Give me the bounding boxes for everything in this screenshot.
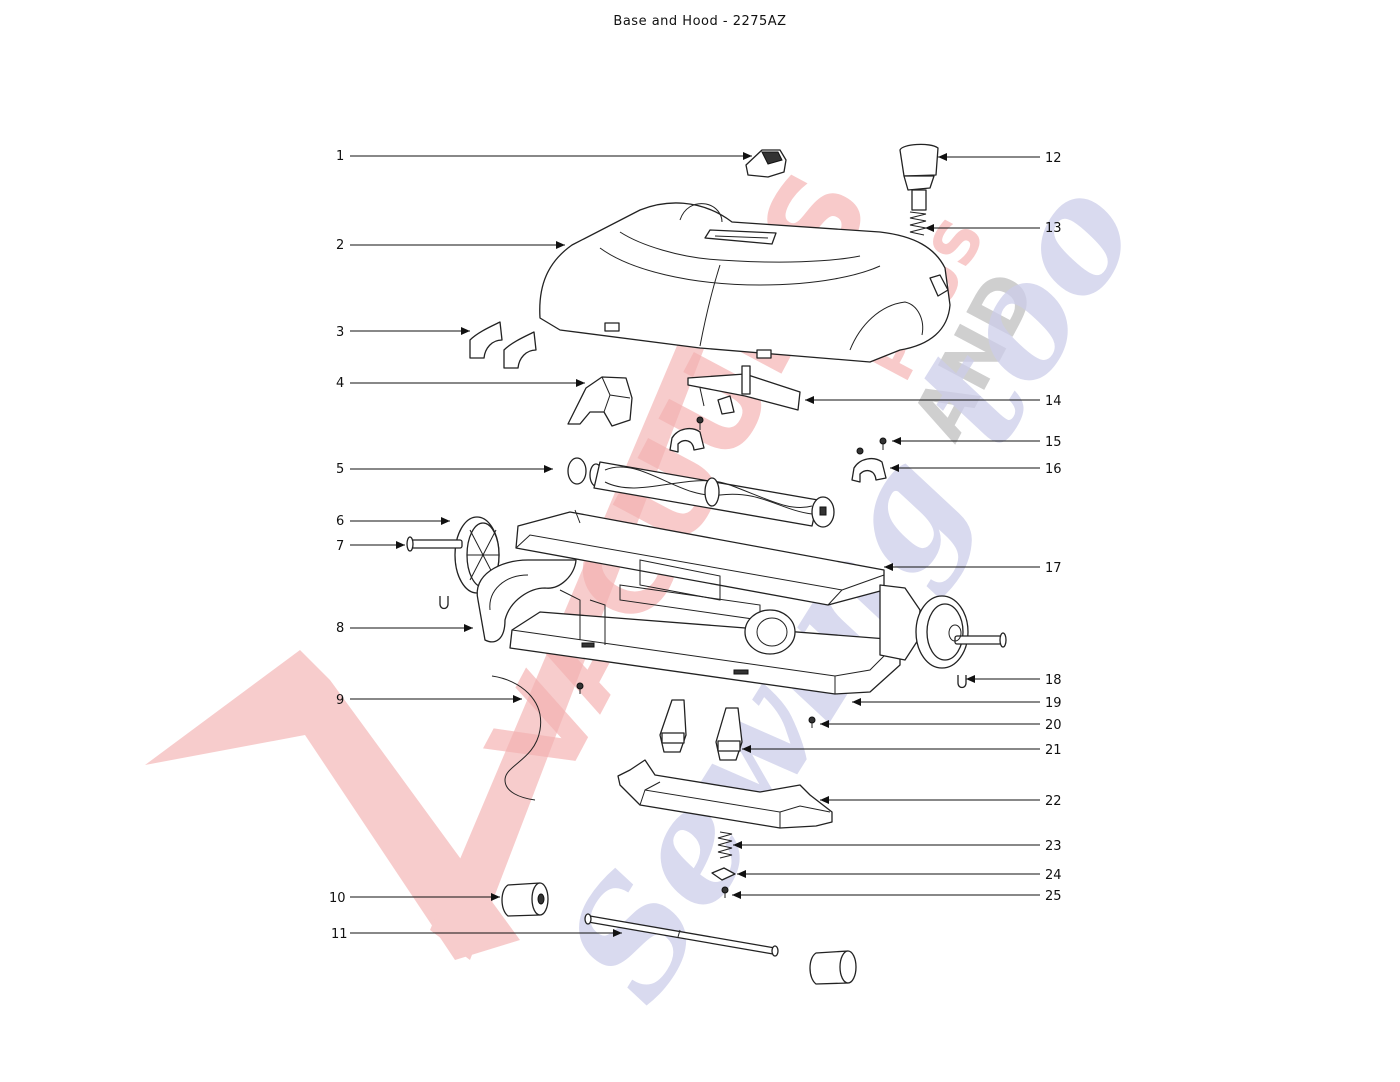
part-24-retainer xyxy=(711,867,736,881)
callout-25: 25 xyxy=(1045,889,1062,904)
callout-19: 19 xyxy=(1045,696,1062,711)
callout-numbers: 1 2 3 4 5 6 7 8 9 10 11 12 13 14 15 16 1… xyxy=(329,149,1062,942)
part-7-wheel-axle xyxy=(406,536,463,552)
callout-5: 5 xyxy=(336,462,344,477)
part-25-screw xyxy=(721,886,729,898)
part-3-clips xyxy=(469,321,537,369)
part-wheel-right xyxy=(915,595,1007,669)
callout-9: 9 xyxy=(336,693,344,708)
part-18-wheel-clip xyxy=(957,675,967,689)
callout-2: 2 xyxy=(336,238,344,253)
part-10-roller xyxy=(501,882,549,917)
callout-22: 22 xyxy=(1045,794,1062,809)
callout-1: 1 xyxy=(336,149,344,164)
part-19-base-pan xyxy=(509,559,921,695)
callout-16: 16 xyxy=(1045,462,1062,477)
part-22-pedal-base xyxy=(617,759,833,829)
part-4-belt-guard xyxy=(567,376,633,427)
part-5-agitator xyxy=(567,457,835,528)
callout-13: 13 xyxy=(1045,221,1062,236)
part-1-hood-release-button xyxy=(745,149,787,178)
part-23-spring xyxy=(717,831,733,859)
callout-15: 15 xyxy=(1045,435,1062,450)
part-16-agitator-bracket xyxy=(669,427,887,483)
callout-10: 10 xyxy=(329,891,346,906)
part-9-wire xyxy=(491,675,542,801)
callout-18: 18 xyxy=(1045,673,1062,688)
callout-7: 7 xyxy=(336,539,344,554)
callout-23: 23 xyxy=(1045,839,1062,854)
part-8-belt xyxy=(476,559,577,643)
part-12-release-pedal xyxy=(899,143,939,211)
part-20-screw xyxy=(808,716,816,728)
watermark-v-shape xyxy=(145,650,520,960)
callout-8: 8 xyxy=(336,621,344,636)
parts xyxy=(406,143,1007,985)
callout-12: 12 xyxy=(1045,151,1062,166)
part-15-screw xyxy=(696,416,887,455)
callout-24: 24 xyxy=(1045,868,1062,883)
part-screw-base xyxy=(576,682,584,694)
callout-20: 20 xyxy=(1045,718,1062,733)
callout-17: 17 xyxy=(1045,561,1062,576)
callout-3: 3 xyxy=(336,325,344,340)
callout-4: 4 xyxy=(336,376,344,391)
leader-lines xyxy=(350,152,1040,937)
page-title: Base and Hood - 2275AZ xyxy=(613,14,787,29)
part-14-height-adjust-lever xyxy=(687,365,801,415)
callout-6: 6 xyxy=(336,514,344,529)
callout-21: 21 xyxy=(1045,743,1062,758)
part-13-spring xyxy=(909,211,927,236)
callout-14: 14 xyxy=(1045,394,1062,409)
part-21-pedal xyxy=(659,699,743,761)
part-2-hood xyxy=(539,202,951,363)
callout-11: 11 xyxy=(331,927,348,942)
part-wheel-clip-left xyxy=(439,596,449,610)
part-roller-right xyxy=(809,950,857,985)
part-11-axle-rod xyxy=(584,913,779,957)
